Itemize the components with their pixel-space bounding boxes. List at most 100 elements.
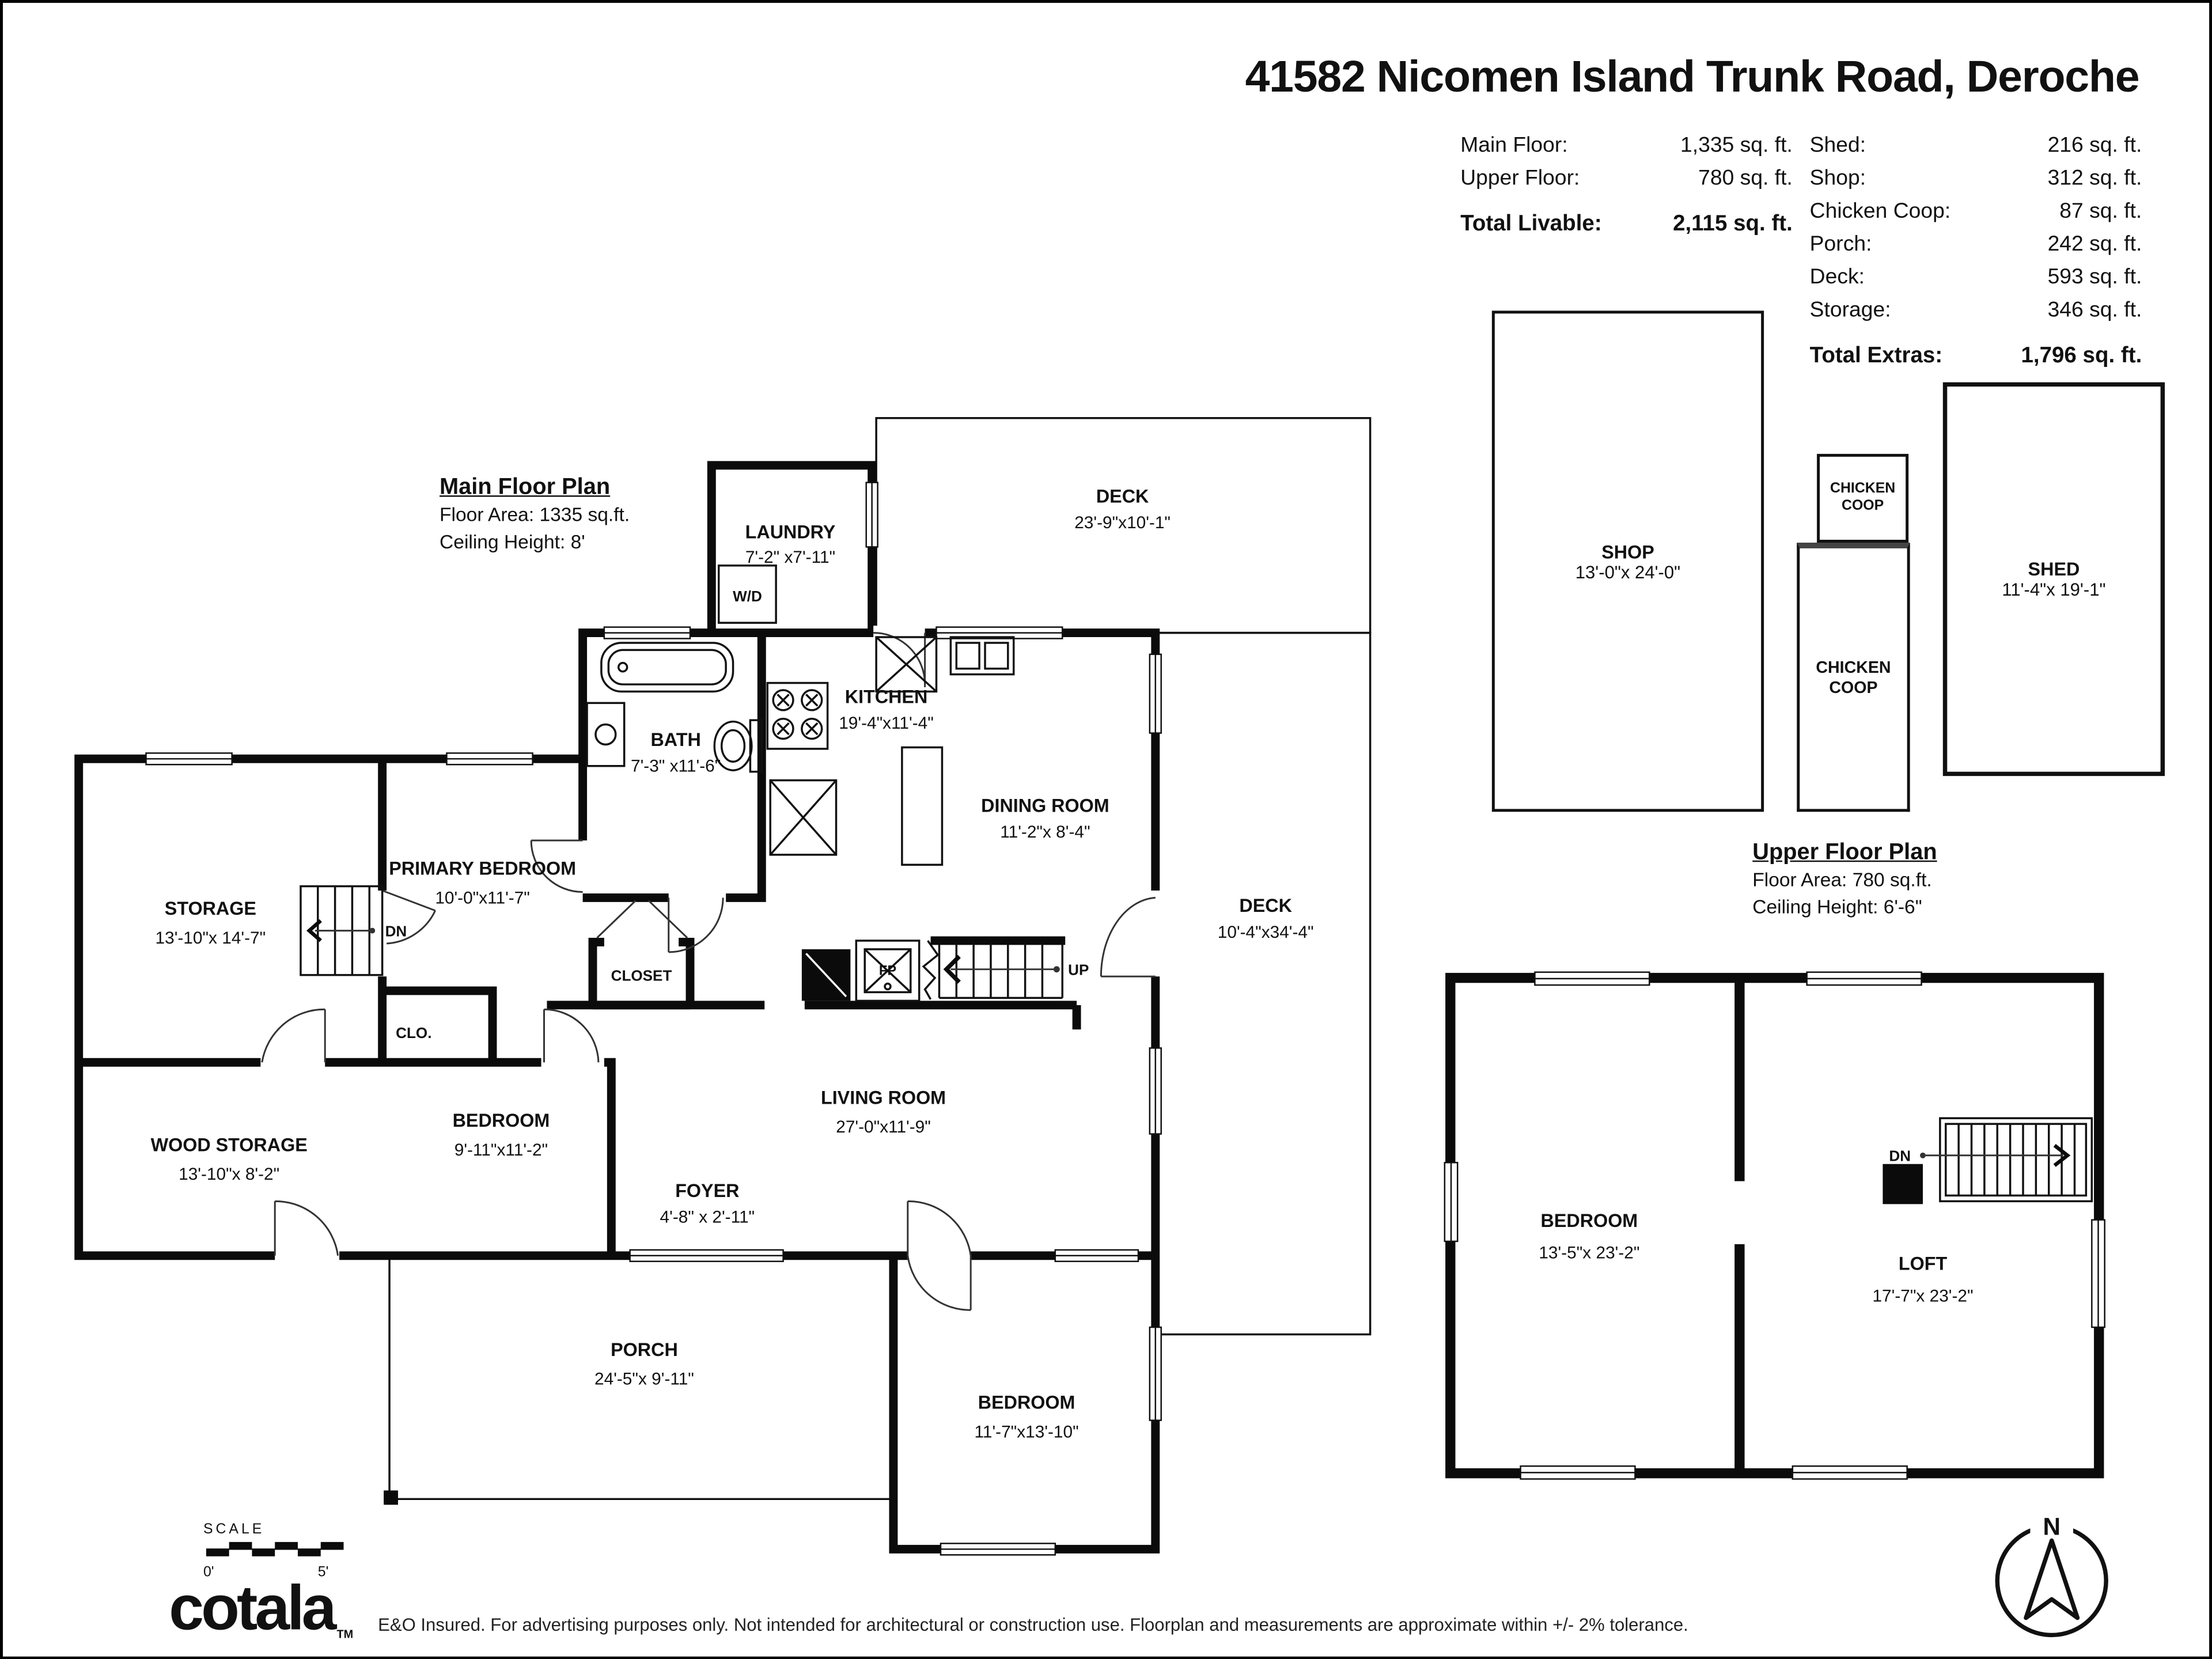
cotala-tm: TM — [336, 1628, 354, 1641]
stat-label: Storage: — [1809, 297, 1891, 323]
svg-text:KITCHEN: KITCHEN — [845, 686, 928, 707]
livable-stats: Main Floor: 1,335 sq. ft. Upper Floor: 7… — [1460, 129, 1793, 241]
svg-text:BEDROOM: BEDROOM — [453, 1110, 550, 1131]
stairs-down: DN — [300, 885, 407, 976]
main-floor-heading: Main Floor Plan Floor Area: 1335 sq.ft. … — [440, 475, 630, 555]
chicken-coop-large-outline: CHICKEN COOP — [1797, 543, 1910, 812]
stat-label: Chicken Coop: — [1809, 199, 1951, 224]
stat-label: Main Floor: — [1460, 133, 1568, 158]
stat-value: 593 sq. ft. — [2047, 264, 2142, 290]
svg-text:CLO.: CLO. — [396, 1024, 431, 1041]
stairs-up: UP — [922, 940, 1089, 1000]
svg-text:BATH: BATH — [650, 729, 700, 750]
shop-label: SHOP — [1601, 540, 1654, 562]
svg-text:CLOSET: CLOSET — [611, 967, 672, 984]
bathtub-icon — [600, 642, 734, 693]
disclaimer-text: E&O Insured. For advertising purposes on… — [378, 1615, 1688, 1635]
stat-value: 1,796 sq. ft. — [2021, 343, 2142, 368]
kitchen-sink-icon — [949, 636, 1015, 676]
svg-text:FP: FP — [879, 964, 896, 979]
stat-value: 2,115 sq. ft. — [1673, 211, 1793, 237]
shed-label: SHED — [2028, 558, 2080, 580]
scale-end: 5' — [317, 1565, 329, 1581]
windows — [145, 482, 1162, 1556]
stat-label: Porch: — [1809, 232, 1872, 256]
chicken-coop-large-label2: COOP — [1829, 680, 1878, 698]
chicken-coop-large-label: CHICKEN — [1816, 660, 1891, 677]
chicken-coop-small-label: CHICKEN — [1830, 481, 1896, 497]
shop-outline: SHOP 13'-0"x 24'-0" — [1491, 310, 1764, 812]
main-floor-area: Floor Area: 1335 sq.ft. — [440, 503, 630, 526]
north-arrow-icon: N — [1995, 1509, 2108, 1638]
svg-text:7'-3" x11'-6": 7'-3" x11'-6" — [631, 757, 721, 776]
deck-outlines — [875, 417, 1372, 1336]
upper-floor-plan: DN BEDROOM 13'-5"x 23'-2" LOFT 17'-7"x 2… — [1444, 971, 2105, 1480]
svg-text:9'-11"x11'-2": 9'-11"x11'-2" — [454, 1141, 548, 1160]
stat-label: Upper Floor: — [1460, 166, 1580, 191]
svg-text:BEDROOM: BEDROOM — [978, 1392, 1075, 1413]
cotala-logo-text: cotala — [169, 1573, 336, 1644]
svg-text:13'-10"x 14'-7": 13'-10"x 14'-7" — [156, 929, 266, 948]
svg-text:LAUNDRY: LAUNDRY — [745, 522, 836, 543]
svg-text:DINING ROOM: DINING ROOM — [981, 795, 1109, 816]
svg-text:UP: UP — [1068, 961, 1089, 979]
svg-text:11'-2"x 8'-4": 11'-2"x 8'-4" — [1000, 823, 1090, 842]
toilet-icon — [713, 719, 763, 773]
stove-icon — [875, 636, 938, 693]
svg-text:DN: DN — [1889, 1147, 1911, 1165]
svg-text:4'-8" x 2'-11": 4'-8" x 2'-11" — [660, 1208, 755, 1227]
stat-label: Shop: — [1809, 166, 1866, 191]
svg-text:LIVING ROOM: LIVING ROOM — [821, 1087, 946, 1108]
svg-text:10'-0"x11'-7": 10'-0"x11'-7" — [435, 888, 530, 907]
scale-indicator: SCALE 0' 5' — [203, 1522, 347, 1582]
shed-dims: 11'-4"x 19'-1" — [2002, 579, 2106, 600]
svg-text:13'-5"x 23'-2": 13'-5"x 23'-2" — [1539, 1244, 1639, 1263]
scale-bar-icon — [206, 1541, 344, 1556]
svg-text:W/D: W/D — [733, 588, 762, 605]
svg-text:PORCH: PORCH — [611, 1339, 678, 1360]
svg-text:LOFT: LOFT — [1899, 1253, 1948, 1274]
scale-start: 0' — [203, 1565, 214, 1581]
svg-text:27'-0"x11'-9": 27'-0"x11'-9" — [836, 1118, 931, 1137]
chicken-coop-small-label2: COOP — [1842, 498, 1884, 514]
chicken-coop-small-outline: CHICKEN COOP — [1817, 453, 1909, 543]
stat-total-livable: Total Livable: 2,115 sq. ft. — [1460, 207, 1793, 240]
upper-floor-area: Floor Area: 780 sq.ft. — [1752, 869, 1932, 891]
closet-walls — [588, 938, 695, 1010]
stat-value: 87 sq. ft. — [2059, 199, 2142, 224]
stat-value: 216 sq. ft. — [2047, 133, 2142, 158]
svg-text:FOYER: FOYER — [675, 1180, 739, 1201]
scale-label: SCALE — [203, 1522, 265, 1538]
svg-text:PRIMARY BEDROOM: PRIMARY BEDROOM — [389, 858, 576, 879]
stat-value: 242 sq. ft. — [2047, 232, 2142, 256]
svg-text:BEDROOM: BEDROOM — [1541, 1210, 1638, 1231]
svg-text:17'-7"x 23'-2": 17'-7"x 23'-2" — [1872, 1286, 1973, 1305]
svg-text:STORAGE: STORAGE — [165, 898, 256, 919]
extras-stats: Shed:216 sq. ft. Shop:312 sq. ft. Chicke… — [1810, 129, 2142, 373]
svg-text:DECK: DECK — [1239, 895, 1292, 916]
kitchen-island — [901, 746, 944, 866]
doors — [261, 632, 1156, 1311]
svg-text:10'-4"x34'-4": 10'-4"x34'-4" — [1218, 923, 1314, 942]
fireplace-icon: FP — [801, 940, 921, 1002]
svg-text:WOOD STORAGE: WOOD STORAGE — [151, 1134, 308, 1155]
svg-text:7'-2" x7'-11": 7'-2" x7'-11" — [745, 548, 835, 567]
upper-floor-ceiling: Ceiling Height: 6'-6" — [1752, 896, 1922, 918]
main-floor-plan: W/D — [74, 417, 1372, 1556]
upper-room-labels: BEDROOM 13'-5"x 23'-2" LOFT 17'-7"x 23'-… — [1539, 1210, 1973, 1305]
stat-label: Total Livable: — [1460, 211, 1602, 237]
bath-sink-icon — [586, 702, 626, 767]
svg-text:24'-5"x 9'-11": 24'-5"x 9'-11" — [594, 1369, 694, 1388]
stat-value: 1,335 sq. ft. — [1680, 133, 1793, 158]
svg-text:N: N — [2043, 1513, 2061, 1540]
upper-floor-title: Upper Floor Plan — [1752, 840, 1937, 865]
svg-text:13'-10"x 8'-2": 13'-10"x 8'-2" — [179, 1165, 279, 1184]
stat-label: Deck: — [1809, 264, 1865, 290]
svg-text:23'-9"x10'-1": 23'-9"x10'-1" — [1074, 513, 1171, 532]
washer-dryer: W/D — [717, 565, 777, 624]
svg-text:DN: DN — [385, 923, 407, 940]
main-floor-ceiling: Ceiling Height: 8' — [440, 531, 585, 553]
